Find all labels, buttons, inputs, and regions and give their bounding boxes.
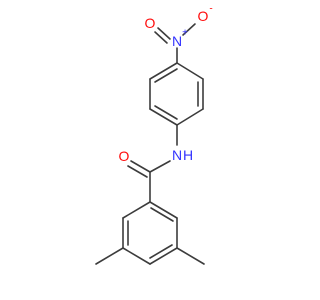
bond-ring2-1 [149,201,178,219]
bond-amide-n-carbonyl-c [149,160,171,173]
bond-methyl-right [176,247,205,265]
nitro-oxygen-right-charge: - [209,4,212,15]
bond-methyl-left [95,247,124,265]
bond-ring2-6 [122,201,151,219]
bond-ring1-4 [149,108,178,126]
bond-ring2-3 [149,247,178,265]
bond-ring1-6 [149,62,178,80]
bond-ring1-4-inner [154,105,178,120]
bond-carbonyl-c-o-2 [127,165,148,178]
amide-hydrogen-label: H [183,147,193,163]
amide-nitrogen-label: N [172,147,182,163]
molecule-canvas: N + O O - N H O [95,3,213,265]
nitro-nitrogen-label: N [172,33,182,49]
bond-ring1-6-inner [154,68,178,83]
bond-nitro-n-o-left-1 [157,27,171,40]
bond-ring2-3-inner [149,244,173,259]
bond-ring2-4 [122,247,151,265]
nitro-oxygen-right-label: O [198,8,209,24]
bond-carbonyl-c-o-1 [130,160,151,173]
bond-ring2-1-inner [150,207,174,222]
bond-ring1-1 [176,62,204,80]
nitro-nitrogen-charge: + [182,28,188,39]
bond-nitro-n-o-right [182,23,196,36]
bond-ring1-3 [176,108,204,126]
nitro-oxygen-left-label: O [145,15,156,31]
carbonyl-oxygen-label: O [119,148,130,164]
bond-nitro-n-o-left-2 [154,31,168,44]
structure-diagram: N + O O - N H O [95,4,213,265]
